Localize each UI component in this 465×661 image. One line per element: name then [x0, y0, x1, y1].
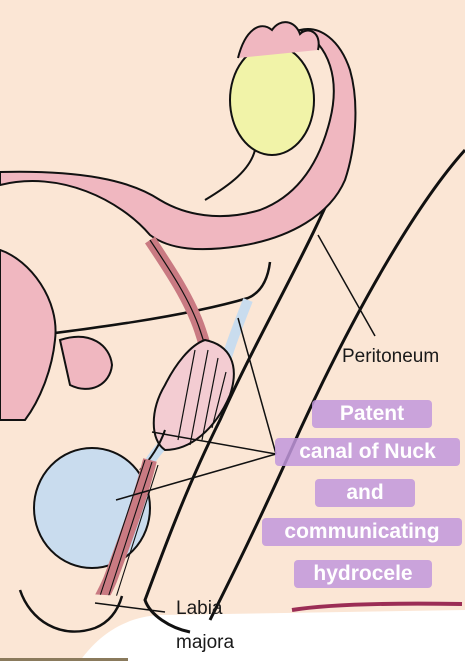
callout-line-5: hydrocele — [294, 560, 432, 588]
label-labia-line2: majora — [176, 632, 234, 654]
callout-line-2: canal of Nuck — [275, 438, 460, 466]
label-labia-line1: Labia — [176, 598, 223, 620]
label-peritoneum: Peritoneum — [342, 346, 439, 368]
callout-line-3: and — [315, 479, 415, 507]
callout-line-1: Patent — [312, 400, 432, 428]
callout-line-4: communicating — [262, 518, 462, 546]
ovary — [230, 45, 314, 155]
